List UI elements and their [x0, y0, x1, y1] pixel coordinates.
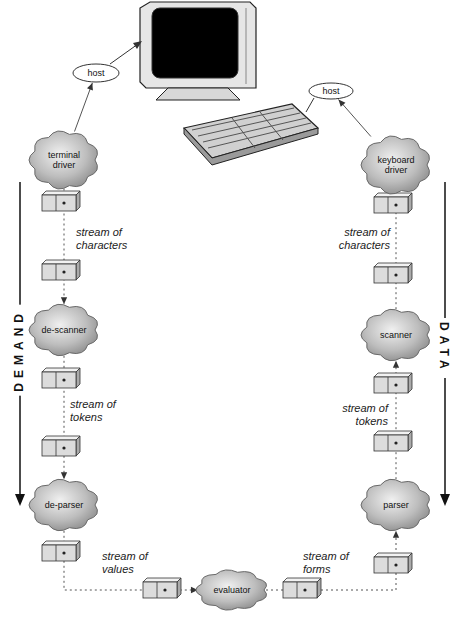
node-text-box: host	[72, 63, 120, 83]
process-cloud: de-parser	[28, 477, 100, 533]
stream-label: stream of values	[102, 550, 160, 576]
keyboard-illustration	[184, 104, 318, 165]
node-label: scanner	[380, 330, 412, 340]
node-text-box: parser	[360, 477, 432, 533]
node-label: keyboard driver	[369, 155, 423, 175]
direction-label: DEMAND	[12, 305, 26, 396]
host-keyboard-line	[306, 98, 314, 112]
arrow-head	[61, 472, 67, 479]
node-label: de-parser	[45, 500, 84, 510]
node-text-box: keyboard driver	[360, 134, 432, 196]
node-label: terminal driver	[37, 150, 91, 170]
cloud-shape	[29, 479, 98, 530]
stream-label: stream of characters	[322, 226, 390, 252]
stream-connector	[339, 100, 371, 137]
node-text-box: scanner	[360, 307, 432, 363]
buffer-cell	[42, 260, 80, 280]
ellipse-shape	[73, 64, 119, 82]
node-label: evaluator	[213, 585, 250, 595]
ellipse-shape	[309, 83, 353, 99]
node-text-box: host	[308, 82, 354, 100]
process-cloud: terminal driver	[28, 129, 100, 191]
host-ellipse: host	[308, 82, 354, 100]
buffer-cell	[374, 193, 412, 213]
stream-label: stream of tokens	[70, 398, 130, 424]
cloud-shape	[361, 309, 430, 360]
node-text-box: evaluator	[195, 567, 269, 613]
buffer-cell	[374, 263, 412, 283]
buffer-cell	[42, 541, 80, 561]
cloud-shape	[29, 304, 98, 355]
arrow-head	[87, 83, 93, 91]
node-label: host	[87, 68, 104, 78]
cloud-shape	[361, 479, 430, 530]
arrow-head	[393, 361, 399, 368]
cloud-shape	[196, 570, 267, 610]
monitor-illustration	[140, 2, 256, 100]
process-cloud: evaluator	[195, 567, 269, 613]
buffer-cell	[42, 368, 80, 388]
stream-connector	[75, 83, 93, 132]
process-cloud: keyboard driver	[360, 134, 432, 196]
buffer-cell	[374, 431, 412, 451]
node-text-box: terminal driver	[28, 129, 100, 191]
buffer-cell	[42, 436, 80, 456]
cloud-shape	[29, 131, 98, 189]
node-label: de-scanner	[41, 325, 86, 335]
node-label: parser	[383, 500, 409, 510]
arrow-head	[338, 100, 345, 107]
buffer-cell	[374, 373, 412, 393]
node-text-box: de-scanner	[28, 302, 100, 358]
buffer-cell	[42, 191, 80, 211]
host-monitor-arrow	[110, 41, 142, 64]
cloud-shape	[361, 136, 430, 194]
node-text-box: de-parser	[28, 477, 100, 533]
process-cloud: scanner	[360, 307, 432, 363]
arrow-head	[393, 531, 399, 538]
stream-label: stream of characters	[76, 226, 148, 252]
arrow-head	[61, 297, 67, 304]
stream-label: stream of tokens	[330, 402, 388, 428]
host-ellipse: host	[72, 63, 120, 83]
direction-label: DATA	[437, 318, 451, 378]
buffer-cell	[283, 578, 321, 598]
stream-label: stream of forms	[303, 550, 361, 576]
buffer-cell	[143, 578, 181, 598]
process-cloud: parser	[360, 477, 432, 533]
node-label: host	[322, 86, 339, 96]
buffer-cell	[374, 553, 412, 573]
process-cloud: de-scanner	[28, 302, 100, 358]
